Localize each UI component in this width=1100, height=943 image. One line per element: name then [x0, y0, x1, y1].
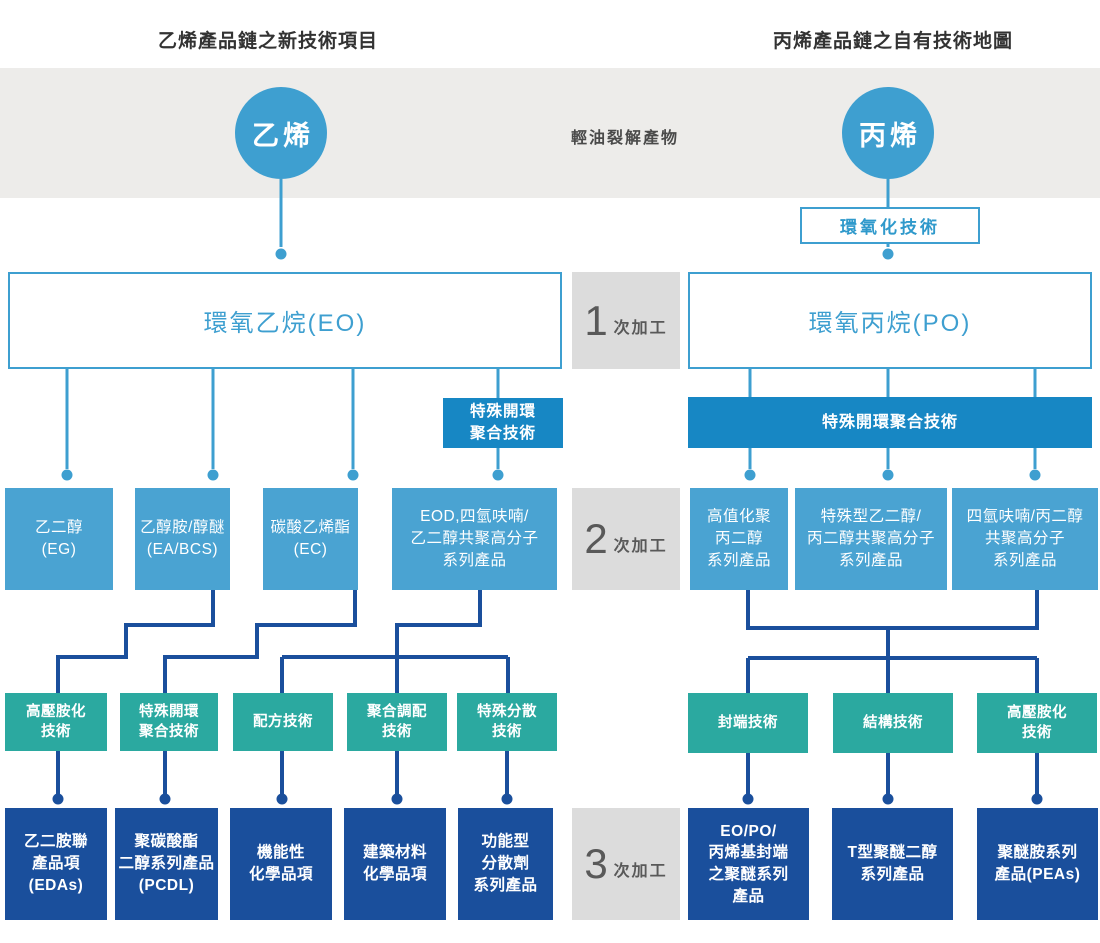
tech-line: 技術 [1022, 725, 1052, 741]
node-line: (PCDL) [138, 876, 195, 894]
tech-line: 聚合技術 [469, 425, 536, 442]
node-peas: 聚醚胺系列 產品(PEAs) [977, 808, 1098, 920]
node-line: T型聚醚二醇 [847, 844, 938, 862]
stage-2-box: 2 次加工 [572, 488, 680, 590]
propylene-circle: 丙烯 [842, 87, 934, 179]
tech-line: 聚合技術 [139, 724, 199, 740]
node-line: 化學品項 [362, 866, 427, 883]
node-line: 機能性 [256, 844, 305, 862]
tech-line: 特殊開環 [139, 703, 199, 720]
stage-1-box: 1 次加工 [572, 272, 680, 369]
tech-formulation: 配方技術 [233, 693, 333, 751]
node-edas: 乙二胺聯 產品項 (EDAs) [5, 808, 107, 920]
tech-polymer-blending: 聚合調配 技術 [347, 693, 447, 751]
node-pcdl: 聚碳酸酯 二醇系列產品 (PCDL) [115, 808, 218, 920]
tech-line: 結構技術 [863, 714, 923, 731]
ring-opening-tech-bar-right: 特殊開環聚合技術 [688, 397, 1092, 448]
page-title-right: 丙烯產品鏈之自有技術地圖 [772, 31, 1013, 52]
node-line: 特殊型乙二醇/ [820, 508, 922, 526]
node-line: 乙二醇共聚高分子 [410, 530, 539, 548]
tech-line: 封端技術 [718, 714, 778, 731]
node-functional-dispersant: 功能型 分散劑 系列產品 [458, 808, 553, 920]
node-line: 功能型 [481, 833, 530, 851]
node-line: 四氫呋喃/丙二醇 [966, 508, 1084, 526]
node-line: 二醇系列產品 [118, 855, 215, 873]
node-eo-po-capped-polyether: EO/PO/ 丙烯基封端 之聚醚系列 產品 [688, 808, 809, 920]
ring-opening-tech-left: 特殊開環 聚合技術 [443, 398, 563, 448]
node-line: (EC) [293, 541, 328, 558]
tech-line: 特殊開環 [469, 402, 536, 420]
node-line: 化學品項 [248, 866, 313, 883]
node-line: 產品(PEAs) [994, 866, 1081, 883]
node-ethylene-carbonate: 碳酸乙烯酯 (EC) [263, 488, 358, 590]
stage-1-number: 1 [584, 296, 608, 344]
node-line: EO/PO/ [720, 822, 777, 840]
node-line: 乙二胺聯 [23, 833, 88, 851]
po-box: 環氧丙烷(PO) [688, 272, 1092, 369]
node-ethylene-glycol: 乙二醇 (EG) [5, 488, 113, 590]
node-line: 系列產品 [473, 876, 538, 894]
eo-box: 環氧乙烷(EO) [8, 272, 562, 369]
stage-3-box: 3 次加工 [572, 808, 680, 920]
page-title-left: 乙烯產品鏈之新技術項目 [157, 31, 378, 52]
node-line: 共聚高分子 [984, 530, 1065, 548]
tech-line: 聚合調配 [367, 703, 427, 720]
node-line: 聚碳酸酯 [134, 833, 199, 851]
tech-end-capping: 封端技術 [688, 693, 808, 753]
node-line: 系列產品 [838, 551, 903, 569]
tech-line: 技術 [382, 724, 412, 740]
node-line: 乙醇胺/醇醚 [140, 519, 225, 537]
node-line: 系列產品 [442, 551, 507, 569]
tech-structure: 結構技術 [833, 693, 953, 753]
node-line: 碳酸乙烯酯 [270, 519, 351, 537]
stage-3-label: 次加工 [613, 863, 668, 880]
tech-special-dispersion: 特殊分散 技術 [457, 693, 557, 751]
node-line: 丙烯基封端 [708, 844, 789, 862]
tech-line: 特殊開環聚合技術 [821, 413, 958, 431]
node-line: 聚醚胺系列 [997, 844, 1078, 862]
node-line: 乙二醇 [34, 519, 83, 537]
node-construction-chemicals: 建築材料 化學品項 [344, 808, 446, 920]
node-line: 產品項 [31, 855, 80, 873]
epoxidation-tech-box: 環氧化技術 [800, 207, 980, 244]
ethylene-circle: 乙烯 [235, 87, 327, 179]
tech-line: 特殊分散 [477, 703, 537, 720]
tech-line: 高壓胺化 [1007, 704, 1067, 721]
node-functional-chemicals: 機能性 化學品項 [230, 808, 332, 920]
node-thf-pg-copolymer: 四氫呋喃/丙二醇 共聚高分子 系列產品 [952, 488, 1098, 590]
node-line: 系列產品 [706, 551, 771, 569]
node-line: 丙二醇共聚高分子 [806, 530, 935, 548]
tech-line: 配方技術 [253, 713, 313, 730]
tech-line: 技術 [41, 724, 71, 740]
node-line: 系列產品 [860, 866, 925, 883]
tech-line: 高壓胺化 [26, 703, 86, 720]
node-line: 系列產品 [992, 551, 1057, 569]
stage-3-number: 3 [584, 840, 608, 887]
node-eod-thf-copolymer: EOD,四氫呋喃/ 乙二醇共聚高分子 系列產品 [392, 488, 557, 590]
stage-2-number: 2 [584, 515, 608, 562]
feedstock-label: 輕油裂解產物 [570, 130, 679, 147]
node-line: (EDAs) [28, 876, 84, 894]
node-t-type-polyether-diol: T型聚醚二醇 系列產品 [832, 808, 953, 920]
node-line: 丙二醇 [714, 530, 763, 548]
stage-1-label: 次加工 [613, 319, 668, 337]
node-ethanolamine-glycol-ether: 乙醇胺/醇醚 (EA/BCS) [135, 488, 230, 590]
node-line: EOD,四氫呋喃/ [420, 508, 529, 526]
tech-high-pressure-amination-right: 高壓胺化 技術 [977, 693, 1097, 753]
node-line: 分散劑 [481, 855, 530, 873]
node-high-value-ppg: 高值化聚 丙二醇 系列產品 [690, 488, 788, 590]
stage-2-label: 次加工 [613, 538, 668, 555]
tech-line: 技術 [492, 724, 522, 740]
tech-high-pressure-amination-left: 高壓胺化 技術 [5, 693, 107, 751]
node-line: (EA/BCS) [146, 541, 219, 558]
node-line: 之聚醚系列 [708, 866, 789, 883]
node-special-eg-pg-copolymer: 特殊型乙二醇/ 丙二醇共聚高分子 系列產品 [795, 488, 947, 590]
node-line: 高值化聚 [706, 508, 771, 526]
tech-special-ring-opening: 特殊開環 聚合技術 [120, 693, 218, 751]
node-line: 產品 [732, 887, 765, 905]
node-line: (EG) [41, 541, 77, 558]
node-line: 建築材料 [362, 844, 427, 862]
